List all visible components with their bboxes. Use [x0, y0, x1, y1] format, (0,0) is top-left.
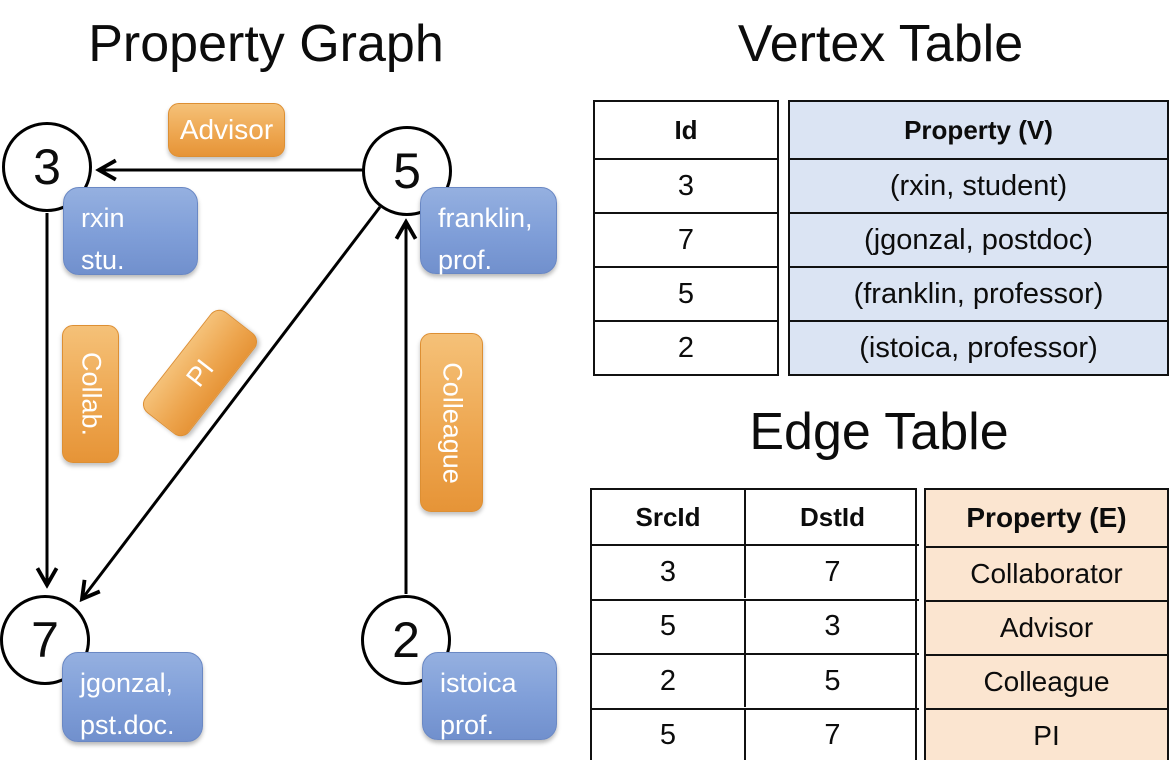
vertex-property-box-rxin: rxin stu.	[63, 187, 198, 275]
table-cell: 7	[595, 212, 777, 266]
vertex-property-box-jgonzal: jgonzal, pst.doc.	[62, 652, 203, 742]
table-cell: 3	[595, 158, 777, 212]
table-cell: 3	[592, 544, 744, 598]
vertex-id: 2	[392, 612, 420, 668]
column-header-property-e: Property (E)	[926, 490, 1167, 546]
table-cell: (franklin, professor)	[790, 266, 1167, 320]
table-cell: 2	[592, 653, 744, 707]
vertex-property-box-istoica: istoica prof.	[422, 652, 557, 740]
vertex-property-line: prof.	[440, 710, 495, 740]
vertex-property-line: istoica	[440, 668, 517, 698]
graph-panel-title: Property Graph	[88, 15, 444, 73]
vertex-table: Id 3 7 5 2 Property (V) (rxin, student) …	[593, 100, 1169, 376]
table-cell: (rxin, student)	[790, 158, 1167, 212]
vertex-id: 7	[31, 612, 59, 668]
table-cell: 2	[595, 320, 777, 374]
edge-label-advisor: Advisor	[168, 103, 285, 157]
table-cell: 5	[592, 707, 744, 760]
edge-label-pi: PI	[138, 305, 262, 441]
edge-table-title: Edge Table	[749, 403, 1009, 461]
edge-table: SrcId DstId 3 7 5 3 2 5 5 7 Property (E)…	[590, 488, 1169, 760]
vertex-id: 3	[33, 139, 61, 195]
edge-label-text: Colleague	[437, 361, 467, 484]
table-cell: 5	[595, 266, 777, 320]
edge-label-text: Advisor	[179, 114, 274, 145]
vertex-property-box-franklin: franklin, prof.	[420, 187, 557, 275]
vertex-property-line: prof.	[438, 245, 493, 275]
vertex-table-title: Vertex Table	[737, 15, 1024, 73]
table-cell: PI	[926, 708, 1167, 760]
vertex-id: 5	[393, 143, 421, 199]
edge-table-src-dst-columns: SrcId DstId 3 7 5 3 2 5 5 7	[590, 488, 919, 760]
vertex-node-3: 3	[2, 122, 92, 212]
table-cell: Collaborator	[926, 546, 1167, 600]
vertex-node-5: 5	[362, 126, 452, 216]
vertex-property-line: stu.	[81, 245, 125, 275]
table-cell: 7	[744, 707, 919, 760]
table-cell: 3	[744, 598, 919, 653]
edge-label-text: PI	[179, 353, 220, 392]
vertex-property-line: rxin	[81, 203, 125, 233]
vertex-property-line: franklin,	[438, 203, 533, 233]
table-cell: (istoica, professor)	[790, 320, 1167, 374]
edge-label-text: Collab.	[76, 351, 106, 437]
table-cell: 7	[744, 544, 919, 599]
column-header-dstid: DstId	[744, 490, 919, 544]
edge-table-property-column: Property (E) Collaborator Advisor Collea…	[924, 488, 1169, 760]
table-cell: Advisor	[926, 600, 1167, 654]
table-cell: Colleague	[926, 654, 1167, 708]
table-cell: 5	[592, 598, 744, 653]
edge-label-colleague: Colleague	[420, 333, 483, 512]
column-header-property-v: Property (V)	[790, 102, 1167, 158]
vertex-table-property-column: Property (V) (rxin, student) (jgonzal, p…	[788, 100, 1169, 376]
vertex-table-id-column: Id 3 7 5 2	[593, 100, 779, 376]
column-header-id: Id	[674, 114, 698, 145]
table-cell: 5	[744, 653, 919, 708]
edge-label-collab: Collab.	[62, 325, 119, 463]
vertex-property-line: pst.doc.	[80, 710, 175, 740]
vertex-property-line: jgonzal,	[80, 668, 174, 698]
column-header-srcid: SrcId	[635, 501, 701, 532]
table-cell: (jgonzal, postdoc)	[790, 212, 1167, 266]
